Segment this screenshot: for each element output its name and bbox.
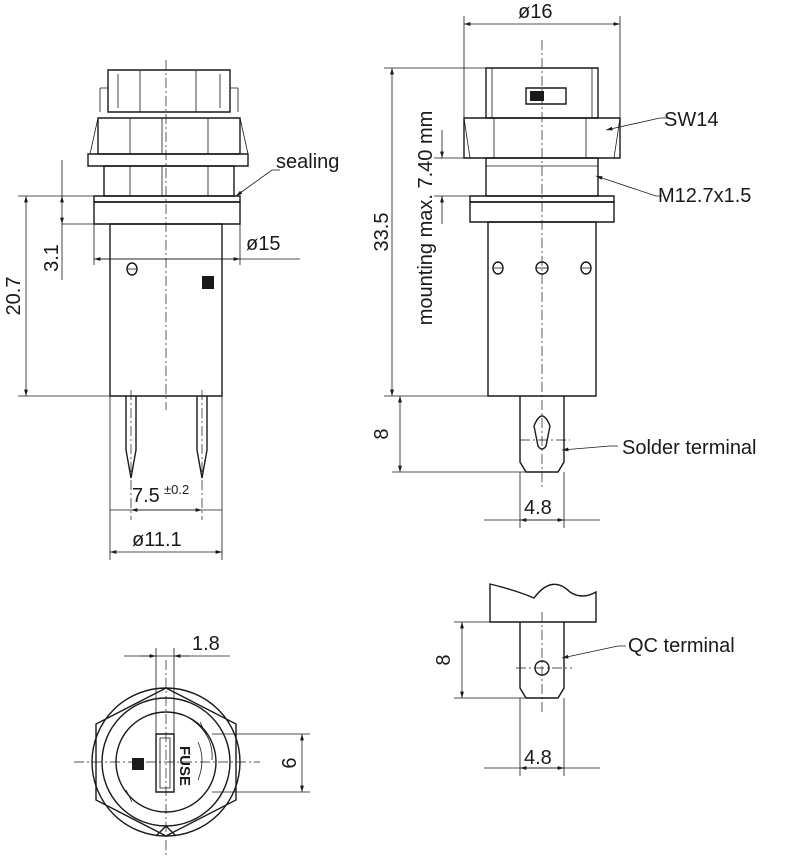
dim-33-5: 33.5 (371, 213, 393, 252)
side-view-right (463, 40, 621, 490)
dim-4-8-solder: 4.8 (524, 497, 552, 519)
label-qc-terminal: QC terminal (628, 635, 735, 657)
side-view-left (87, 60, 249, 520)
qc-dimensions: 8 QC terminal 4.8 (433, 621, 735, 776)
dim-1-8: 1.8 (192, 633, 220, 655)
fuse-label: FUSE (176, 746, 193, 786)
qc-terminal-detail (489, 583, 597, 712)
label-sw14: SW14 (664, 109, 718, 131)
label-m12-7: M12.7x1.5 (658, 185, 751, 207)
dim-7-5: 7.5 (132, 485, 160, 507)
dim-dia-11-1: ø11.1 (132, 529, 182, 551)
dim-4-8-qc: 4.8 (524, 747, 552, 769)
dim-3-1: 3.1 (41, 244, 63, 272)
label-sealing: sealing (276, 151, 339, 173)
dim-20-7: 20.7 (3, 277, 25, 316)
label-solder-terminal: Solder terminal (622, 437, 757, 459)
dim-dia-16: ø16 (518, 1, 552, 23)
dim-mounting: mounting max. 7.40 mm (415, 111, 437, 326)
top-view: FUSE (74, 660, 260, 858)
dim-6: 6 (279, 757, 301, 768)
dim-8-qc: 8 (433, 654, 455, 665)
top-view-dimensions: 1.8 6 (124, 633, 310, 793)
dim-tol-0-2: ±0.2 (164, 482, 189, 497)
dim-dia-15: ø15 (246, 233, 280, 255)
dim-8-solder: 8 (371, 428, 393, 439)
right-dimensions: ø16 SW14 M12.7x1.5 33.5 mounting max. 7.… (371, 1, 757, 528)
left-dimensions: 20.7 3.1 ø15 sealing 7.5 ±0.2 ø11.1 (3, 151, 339, 560)
